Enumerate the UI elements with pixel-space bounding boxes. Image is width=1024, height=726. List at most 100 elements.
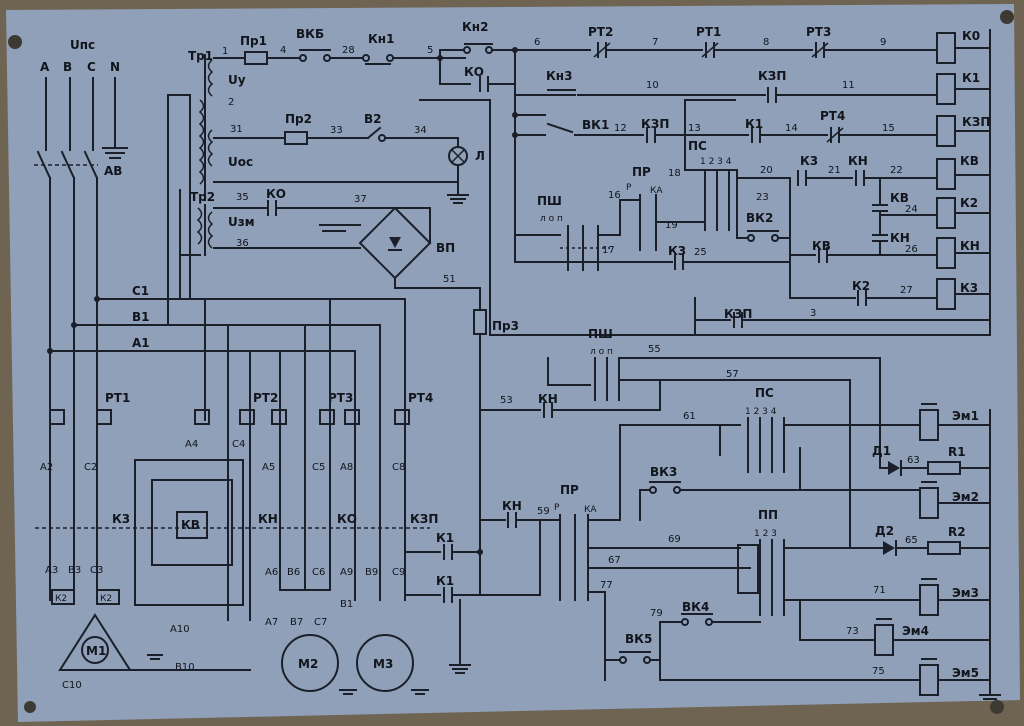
wire-a10: А10 [170, 624, 190, 635]
wire-71: 71 [873, 585, 886, 596]
psh-positions: л о п [540, 214, 563, 224]
wire-61: 61 [683, 411, 696, 422]
wire-c10: С10 [62, 680, 82, 691]
thermal-relay-rt4 [394, 409, 410, 425]
wire-c5: С5 [312, 462, 325, 473]
vk3-label: ВК3 [650, 465, 677, 479]
thermal-relay-a4 [194, 409, 210, 425]
wire-27: 27 [900, 285, 913, 296]
kzp-contact3-label: КЗП [724, 307, 752, 321]
wire-a7: А7 [265, 617, 278, 628]
mode-switches-upper: ПШ л о п 17 16 ПР Р КА 19 К3 25 ПС 1 2 3… [514, 99, 791, 271]
wire-73: 73 [846, 626, 859, 637]
k2-contact-a-label: К2 [55, 594, 67, 604]
wire-25: 25 [694, 247, 707, 258]
kzp-contact2-label: КЗП [641, 117, 669, 131]
rt2-contact-label: РТ2 [588, 25, 613, 39]
wire-65: 65 [905, 535, 918, 546]
wire-4: 4 [280, 45, 286, 56]
wire-6: 6 [534, 37, 540, 48]
motors: М1 М2 М3 [58, 599, 471, 695]
thermal-relay-c4 [239, 409, 255, 425]
wire-a9: А9 [340, 567, 353, 578]
pr-p-label: Р [626, 183, 632, 193]
mounting-hole-icon [24, 701, 36, 713]
wire-5: 5 [427, 45, 433, 56]
lamp-label: Л [475, 149, 485, 163]
k2-contact-b [96, 589, 120, 605]
vp-label: ВП [436, 241, 455, 255]
wire-31: 31 [230, 124, 243, 135]
wire-c3: С3 [90, 565, 103, 576]
ps-label: ПС [688, 139, 707, 153]
wire-b1-bottom: В1 [340, 599, 353, 610]
pr-ka-label: КА [650, 186, 663, 196]
wire-13: 13 [688, 123, 701, 134]
electromagnet-em3 [919, 584, 939, 616]
wire-75: 75 [872, 666, 885, 677]
rt4-contact-label: РТ4 [820, 109, 845, 123]
relay-coil-k1 [936, 73, 956, 105]
kn3-label: Кн3 [546, 69, 572, 83]
thermal-relay-rt3b [344, 409, 360, 425]
rt4-label: РТ4 [408, 391, 433, 405]
relay-coil-k0 [936, 32, 956, 64]
electromagnet-em2 [919, 487, 939, 519]
vk1-label: ВК1 [582, 118, 609, 132]
phase-n-label: N [110, 60, 120, 74]
wire-7: 7 [652, 37, 658, 48]
wire-c9: С9 [392, 567, 405, 578]
wire-57: 57 [726, 369, 739, 380]
vkb-label: ВКБ [296, 27, 324, 41]
wire-18: 18 [668, 168, 681, 179]
rt1-label: РТ1 [105, 391, 130, 405]
vk4-label: ВК4 [682, 600, 709, 614]
k3-main-label: К3 [112, 512, 130, 526]
resistor-r1 [927, 461, 961, 475]
wire-59: 59 [537, 506, 550, 517]
motor-m1-icon [81, 636, 109, 664]
kzp-main-label: КЗП [410, 512, 438, 526]
k3-label: К3 [960, 281, 978, 295]
wire-33: 33 [330, 125, 343, 136]
pp-label: ПП [758, 508, 778, 522]
control-line-top: Пр1 4 ВКБ 28 Кн1 5 Кн2 КО 6 [213, 20, 540, 263]
wire-36: 36 [236, 238, 249, 249]
kn-main-label: КН [258, 512, 278, 526]
m3-label: М3 [373, 657, 393, 671]
lamp-branch: Пр2 33 В2 34 Л [213, 112, 485, 204]
wire-24: 24 [905, 204, 918, 215]
wire-b7: В7 [290, 617, 303, 628]
transformer-tr1: Тр1 Uу Uос 1 2 31 [167, 46, 253, 326]
em1-label: Эм1 [952, 409, 979, 423]
wire-8: 8 [763, 37, 769, 48]
relay-coil-kv [936, 158, 956, 190]
k2-contact-a [51, 589, 75, 605]
k1-contact-label: К1 [745, 117, 763, 131]
phase-c-label: C [87, 60, 96, 74]
em3-label: Эм3 [952, 586, 979, 600]
wire-3: 3 [810, 308, 816, 319]
vk5-label: ВК5 [625, 632, 652, 646]
supply-voltage-label: Uпс [70, 38, 95, 52]
wire-37: 37 [354, 194, 367, 205]
kn1-label: Кн1 [368, 32, 394, 46]
em4-label: Эм4 [902, 624, 929, 638]
motor-m3-icon [356, 634, 414, 692]
wire-23: 23 [756, 192, 769, 203]
wire-19: 19 [665, 220, 678, 231]
wire-63: 63 [907, 455, 920, 466]
ps-positions: 1 2 3 4 [700, 157, 732, 167]
wire-77: 77 [600, 580, 613, 591]
thermal-relays: РТ1 РТ2 РТ3 РТ4 А2 С2 А4 С4 А5 С5 А8 С8 [40, 298, 433, 621]
mounting-hole-icon [1000, 10, 1014, 24]
thermal-relay-c [96, 409, 112, 425]
pr2-p-label: Р [554, 503, 560, 513]
em5-label: Эм5 [952, 666, 979, 680]
wire-51: 51 [443, 274, 456, 285]
d1-label: Д1 [872, 444, 891, 458]
pr1-label: Пр1 [240, 34, 267, 48]
bus-a1-label: А1 [132, 336, 150, 350]
rt3-contact-label: РТ3 [806, 25, 831, 39]
